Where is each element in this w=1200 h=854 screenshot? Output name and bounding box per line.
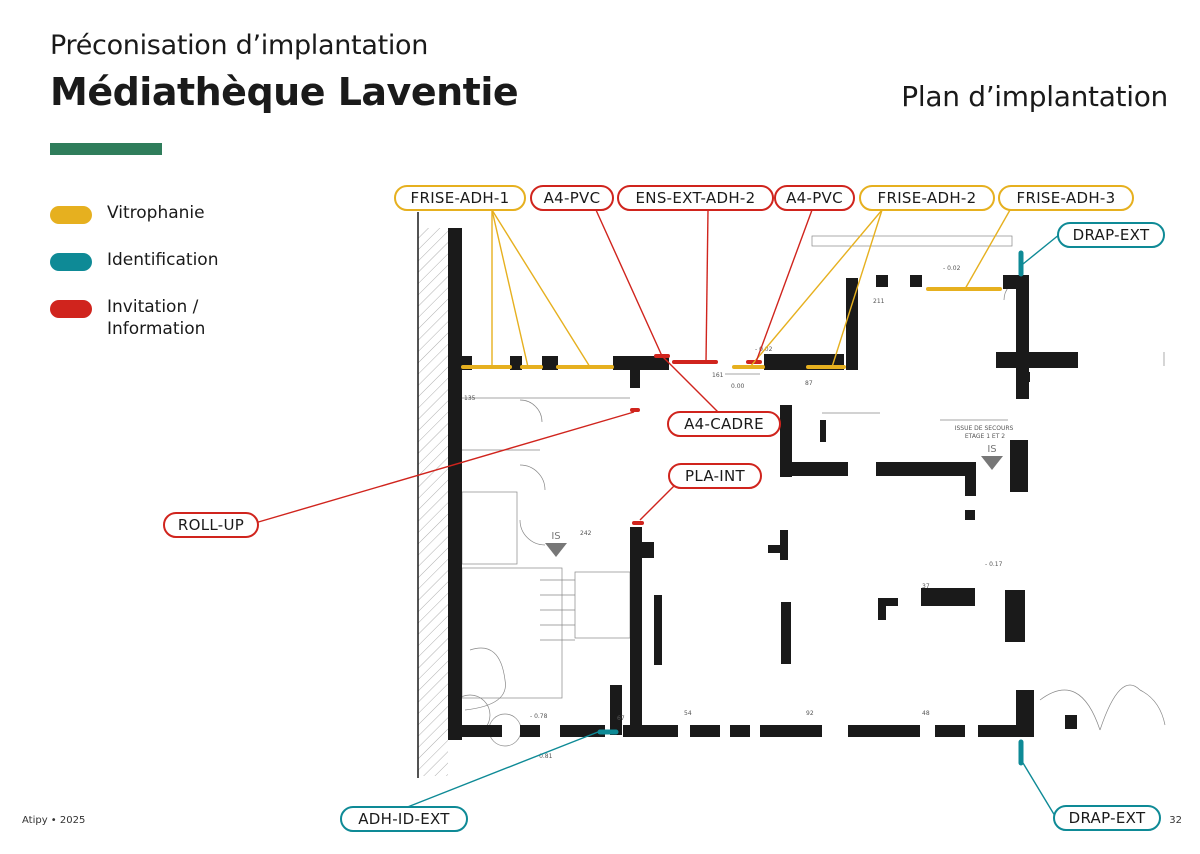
invitation-placements	[630, 354, 762, 525]
vitrophanie-leaders	[491, 209, 1011, 368]
page-subtitle: Préconisation d’implantation	[50, 30, 429, 61]
legend-swatch-invitation	[50, 300, 92, 318]
dimension-annotation: 135	[464, 395, 476, 402]
level-annotation: 0.00	[731, 383, 745, 390]
legend-item-vitrophanie: Vitrophanie	[50, 202, 205, 224]
dimension-annotation: 87	[805, 380, 813, 387]
tag-a4-pvc: A4-PVC	[530, 185, 614, 211]
dimension-annotation: 242	[580, 530, 592, 537]
legend-label: Vitrophanie	[107, 203, 205, 223]
identification-leaders	[404, 233, 1061, 817]
level-annotation: - 0.78	[530, 713, 548, 720]
plan-thin-lines	[449, 235, 1166, 747]
identification-placements	[597, 250, 1024, 766]
dimension-annotation: 67	[617, 715, 625, 722]
plan-walls	[448, 228, 1078, 740]
exit-marker-arrow	[981, 456, 1003, 470]
accent-bar	[50, 143, 162, 155]
legend-swatch-identification	[50, 253, 92, 271]
footer-brand: Atipy • 2025	[22, 815, 86, 826]
tag-frise-adh-2: FRISE-ADH-2	[859, 185, 995, 211]
emergency-exit-line: ISSUE DE SECOURS	[955, 425, 1014, 432]
page-number: 32	[1169, 815, 1182, 826]
legend-label: Identification	[107, 250, 219, 270]
tag-frise-adh-1: FRISE-ADH-1	[394, 185, 526, 211]
legend-label: Invitation / Information	[107, 297, 206, 339]
legend-item-identification: Identification	[50, 249, 218, 271]
vitrophanie-placements	[461, 287, 1002, 369]
plan-annotations: - 0.02 - 0.02 0.00 - 0.17 - 0.78 - 0.81 …	[464, 265, 1003, 760]
tag-a4-cadre: A4-CADRE	[667, 411, 781, 437]
hatched-boundary	[418, 228, 448, 776]
tag-drap-ext: DRAP-EXT	[1053, 805, 1161, 831]
invitation-leaders	[254, 209, 813, 524]
tag-drap-ext: DRAP-EXT	[1057, 222, 1165, 248]
level-annotation: - 0.02	[943, 265, 961, 272]
level-annotation: - 0.81	[535, 753, 553, 760]
emergency-exit-label: ISSUE DE SECOURS ETAGE 1 ET 2	[955, 425, 1016, 440]
tag-a4-pvc: A4-PVC	[774, 185, 855, 211]
tag-adh-id-ext: ADH-ID-EXT	[340, 806, 468, 832]
tag-frise-adh-3: FRISE-ADH-3	[998, 185, 1134, 211]
page-title: Médiathèque Laventie	[50, 70, 519, 114]
exit-marker-label: IS	[551, 531, 560, 542]
dimension-annotation: 211	[873, 298, 885, 305]
legend-item-invitation: Invitation / Information	[50, 296, 205, 340]
dimension-annotation: 37	[922, 583, 930, 590]
legend-swatch-vitrophanie	[50, 206, 92, 224]
tag-pla-int: PLA-INT	[668, 463, 762, 489]
dimension-annotation: 48	[922, 710, 930, 717]
emergency-exit-line: ETAGE 1 ET 2	[965, 433, 1005, 440]
dimension-annotation: 161	[712, 372, 724, 379]
exit-marker-arrow	[545, 543, 567, 557]
dimension-annotation: 54	[684, 710, 692, 717]
tag-roll-up: ROLL-UP	[163, 512, 259, 538]
exit-marker-label: IS	[987, 444, 996, 455]
tag-ens-ext-adh-2: ENS-EXT-ADH-2	[617, 185, 774, 211]
section-title: Plan d’implantation	[901, 80, 1168, 113]
dimension-annotation: 92	[806, 710, 814, 717]
level-annotation: - 0.17	[985, 561, 1003, 568]
